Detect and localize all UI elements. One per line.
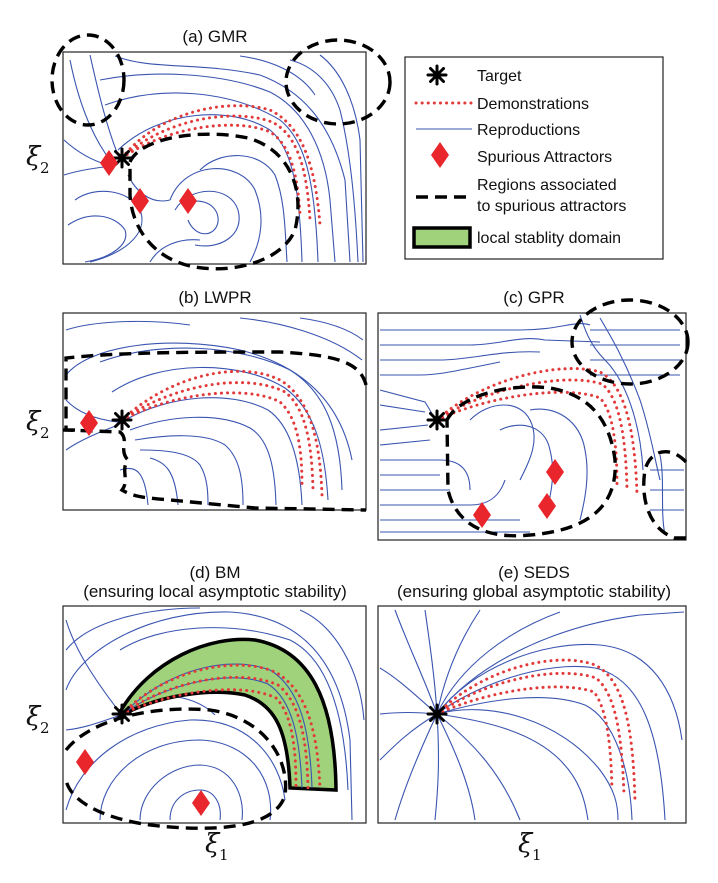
panel-a-regions (50, 33, 392, 271)
panel-d-subtitle: (ensuring local asymptotic stability) (83, 582, 347, 601)
panel-a-title: (a) GMR (182, 27, 247, 46)
panel-a-gmr: (a) GMR (26, 27, 392, 271)
legend-domain-swatch (412, 226, 472, 249)
panel-c-spurious-attractor (473, 502, 491, 528)
svg-text:1: 1 (219, 846, 229, 864)
panel-c-title: (c) GPR (503, 288, 564, 307)
legend-regions-label-2: to spurious attractors (477, 198, 626, 215)
panel-a-demonstrations (120, 104, 322, 227)
panel-d-stability-domain (117, 637, 338, 792)
legend-spurious-marker (431, 142, 449, 168)
legend-spurious-label: Spurious Attractors (477, 149, 612, 166)
panel-c-spurious-attractor (538, 493, 556, 519)
legend-frame (404, 56, 664, 260)
panel-b-streamlines (65, 317, 364, 506)
panel-d-bm: (d) BM (ensuring local asymptotic stabil… (26, 563, 367, 864)
legend-target-label: Target (477, 68, 522, 85)
panel-d-target-marker (111, 703, 133, 725)
panel-e-target-marker (426, 703, 448, 725)
panel-d-title: (d) BM (190, 563, 241, 582)
legend: Target Demonstrations Reproductions Spur… (404, 56, 664, 260)
panel-c-streamlines (379, 314, 684, 536)
svg-text:ξ: ξ (26, 407, 42, 437)
legend-target-marker (426, 64, 448, 86)
svg-text:1: 1 (532, 846, 542, 864)
panel-e-frame (377, 605, 687, 824)
svg-text:ξ: ξ (26, 142, 42, 172)
panel-d-demonstrations (120, 663, 322, 792)
panel-a-spurious-attractor (179, 188, 197, 214)
legend-regions-label-1: Regions associated (477, 177, 617, 194)
panel-a-y-axis-label: ξ 2 (26, 142, 50, 177)
svg-text:ξ: ξ (26, 702, 42, 732)
panel-b-demonstrations (120, 369, 324, 497)
panel-e-streamlines (379, 609, 685, 821)
panel-c-frame (377, 312, 687, 541)
panel-d-frame (62, 605, 367, 824)
legend-domain-label: local stablity domain (477, 230, 621, 247)
panel-b-title: (b) LWPR (178, 288, 251, 307)
panel-d-y-axis-label: ξ 2 (26, 702, 50, 737)
panel-a-frame (62, 51, 367, 265)
panel-b-lwpr: (b) LWPR ξ 2 (26, 288, 368, 512)
panel-c-gpr: (c) GPR (377, 288, 690, 541)
panel-b-target-marker (111, 409, 133, 431)
panel-d-spurious-attractor (192, 790, 210, 816)
panel-b-region (64, 350, 368, 512)
panel-d-spurious-attractor (76, 749, 94, 775)
svg-text:ξ: ξ (205, 829, 221, 859)
svg-text:2: 2 (40, 159, 50, 177)
panel-b-y-axis-label: ξ 2 (26, 407, 50, 442)
panel-e-x-axis-label: ξ 1 (518, 829, 542, 864)
panel-d-x-axis-label: ξ 1 (205, 829, 229, 864)
legend-reproductions-label: Reproductions (477, 122, 580, 139)
panel-e-seds: (e) SEDS (ensuring global asymptotic sta… (377, 563, 687, 864)
panel-d-domain-streamlines (124, 663, 313, 789)
panel-c-target-marker (426, 409, 448, 431)
svg-text:2: 2 (40, 424, 50, 442)
panel-b-frame (62, 312, 367, 511)
panel-c-demonstrations (435, 367, 639, 497)
panel-e-title: (e) SEDS (498, 563, 570, 582)
panel-c-spurious-attractor (546, 459, 564, 485)
panel-a-spurious-attractor (100, 150, 118, 176)
legend-demonstrations-label: Demonstrations (477, 96, 589, 113)
panel-e-demonstrations (435, 658, 637, 802)
panel-d-region (64, 707, 288, 830)
panel-e-subtitle: (ensuring global asymptotic stability) (397, 582, 671, 601)
panel-c-regions (445, 298, 690, 540)
svg-text:ξ: ξ (518, 829, 534, 859)
svg-text:2: 2 (40, 719, 50, 737)
